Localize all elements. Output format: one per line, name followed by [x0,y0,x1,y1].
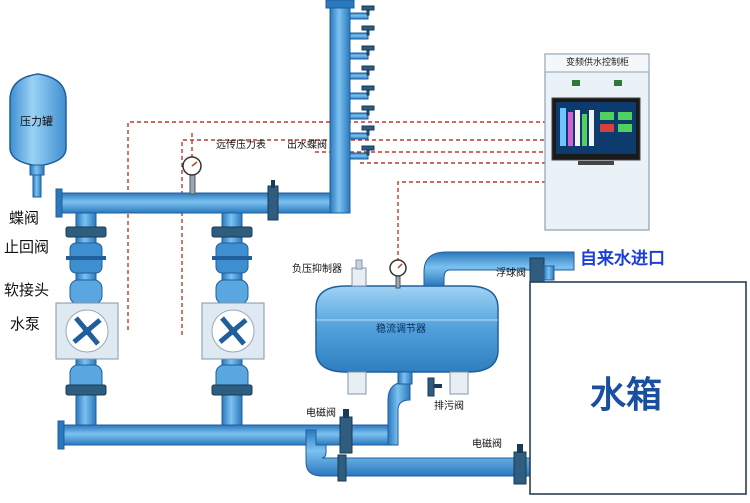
pump-train-1 [55,212,119,434]
water-tank-label: 水箱 [590,375,663,416]
negative-pressure-suppressor-label: 负压抑制器 [292,264,342,275]
control-cabinet-title: 变频供水控制柜 [566,58,630,68]
pump-train-2 [201,212,265,434]
drain-valve-label: 排污阀 [434,401,464,412]
float-valve-label: 浮球阀 [496,268,526,279]
water-tank [529,281,747,495]
butterfly-valve-label: 蝶阀 [9,209,40,227]
pressure-tank-label: 压力罐 [20,115,53,128]
check-valve-label: 止回阀 [4,238,50,256]
tap-water-inlet-label: 自来水进口 [580,249,665,269]
solenoid-valve-1-label: 电磁阀 [306,408,336,419]
outlet-butterfly-valve-label: 出水蝶阀 [287,140,327,151]
signal-lines [127,121,548,335]
soft-joint-label: 软接头 [4,281,50,299]
remote-pressure-gauge [182,156,202,195]
control-cabinet [544,53,650,231]
pump-label: 水泵 [10,315,41,333]
header-pipe [55,0,375,221]
remote-pressure-gauge-label: 远传压力表 [216,140,266,151]
pressure-tank [9,73,67,198]
stabilizer-label: 稳流调节器 [376,324,426,335]
stabilizer-vessel [315,259,499,397]
inlet-pipe [423,251,575,287]
bypass-pipe [305,429,541,485]
solenoid-valve-2-label: 电磁阀 [472,439,502,450]
